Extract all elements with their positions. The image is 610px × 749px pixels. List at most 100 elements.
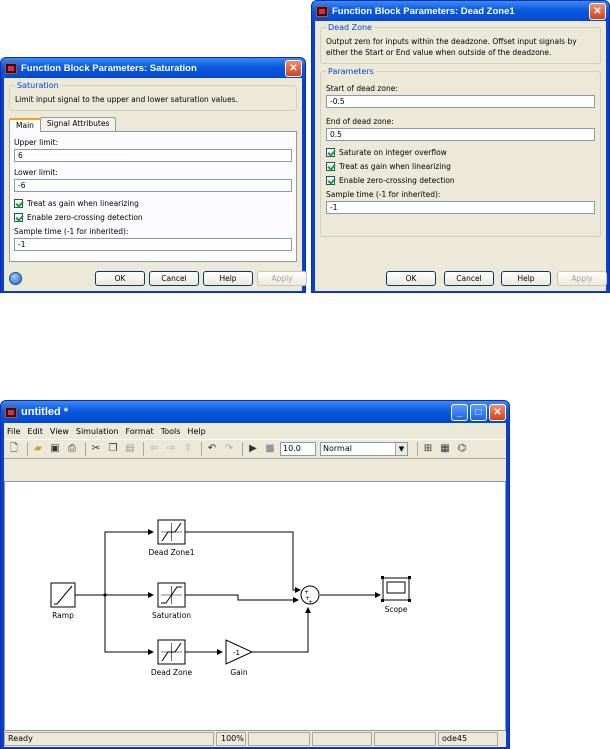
menu-file[interactable]: File — [7, 426, 21, 436]
library-browser-icon[interactable]: ▦ — [440, 443, 450, 454]
model-explorer-icon[interactable]: ⊞ — [423, 443, 433, 454]
open-folder-icon[interactable]: ▰ — [34, 443, 42, 454]
upper-limit-input[interactable]: 6 — [14, 149, 292, 162]
zero-crossing-checkbox-row[interactable]: Enable zero-crossing detection — [326, 176, 595, 185]
stop-icon[interactable]: ■ — [265, 443, 275, 454]
dead-zone-block[interactable] — [157, 639, 186, 665]
toolbar-separator — [27, 442, 28, 456]
saturation-button-row: OK Cancel Help Apply — [4, 271, 307, 286]
deadzone1-to-sum-line[interactable] — [185, 531, 301, 593]
saturation-dialog-title: Function Block Parameters: Saturation — [21, 62, 197, 74]
model-window-titlebar[interactable]: untitled * _ □ ✕ — [1, 401, 509, 423]
gain-block[interactable]: -1 — [225, 639, 254, 665]
sample-time-input[interactable]: -1 — [326, 201, 595, 214]
menu-format[interactable]: Format — [125, 426, 154, 436]
signal-lines[interactable] — [75, 529, 381, 655]
apply-button[interactable]: Apply — [257, 271, 307, 286]
sum-sign-plus-3: + — [308, 599, 313, 606]
status-bar: Ready 100% ode45 — [4, 731, 506, 747]
status-blank-1 — [248, 732, 310, 746]
zero-crossing-label: Enable zero-crossing detection — [339, 176, 455, 185]
linearize-checkbox[interactable] — [326, 162, 335, 171]
zero-crossing-checkbox[interactable] — [14, 213, 23, 222]
close-icon[interactable]: ✕ — [589, 2, 606, 20]
zero-crossing-checkbox-row[interactable]: Enable zero-crossing detection — [14, 213, 292, 222]
sample-time-input[interactable]: -1 — [14, 238, 292, 251]
status-zoom: 100% — [216, 732, 246, 746]
model-canvas[interactable]: Dead Zone1 Ramp Saturation — [4, 481, 506, 731]
menu-help[interactable]: Help — [187, 426, 206, 436]
print-icon[interactable]: ⎙ — [68, 443, 76, 454]
stop-time-input[interactable]: 10.0 — [280, 442, 316, 456]
saturation-dialog: Function Block Parameters: Saturation ✕ … — [0, 57, 307, 293]
sum-block[interactable]: + + + — [300, 585, 320, 606]
minimize-icon[interactable]: _ — [451, 403, 468, 421]
dead-zone1-block[interactable] — [157, 519, 186, 545]
scope-block[interactable] — [381, 576, 411, 602]
saturate-checkbox-row[interactable]: Saturate on integer overflow — [326, 148, 595, 157]
branch-to-deadzone-line[interactable] — [104, 595, 154, 655]
help-button[interactable]: Help — [203, 271, 253, 286]
tab-signal-attributes[interactable]: Signal Attributes — [39, 117, 117, 131]
sample-time-label: Sample time (-1 for inherited): — [14, 227, 129, 236]
end-dead-zone-input[interactable]: 0.5 — [326, 128, 595, 141]
zero-crossing-checkbox[interactable] — [326, 176, 335, 185]
menu-view[interactable]: View — [49, 426, 69, 436]
toolbar-separator — [417, 442, 418, 456]
linearize-checkbox-row[interactable]: Treat as gain when linearizing — [326, 162, 595, 171]
up-arrow-icon[interactable]: ⇧ — [183, 443, 193, 454]
close-icon[interactable]: ✕ — [285, 59, 302, 77]
gain-label: Gain — [230, 668, 247, 677]
help-circle-icon[interactable] — [9, 272, 22, 285]
close-icon[interactable]: ✕ — [489, 403, 506, 421]
forward-arrow-icon[interactable]: ⇨ — [166, 443, 176, 454]
deadzone-dialog-titlebar[interactable]: Function Block Parameters: Dead Zone1 ✕ — [312, 1, 609, 21]
gain-to-sum-line[interactable] — [252, 607, 311, 653]
branch-to-deadzone1-line[interactable] — [104, 529, 154, 595]
save-icon[interactable]: ▣ — [50, 443, 60, 454]
saturation-label: Saturation — [152, 611, 191, 620]
debug-icon[interactable]: ⌬ — [457, 443, 467, 454]
start-dead-zone-input[interactable]: -0.5 — [326, 95, 595, 108]
start-dead-zone-label: Start of dead zone: — [326, 84, 398, 93]
redo-icon[interactable]: ↷ — [224, 443, 234, 454]
lower-limit-input[interactable]: -6 — [14, 179, 292, 192]
ok-button[interactable]: OK — [386, 271, 436, 286]
saturation-to-sum-line[interactable] — [185, 594, 299, 603]
saturation-dialog-titlebar[interactable]: Function Block Parameters: Saturation ✕ — [1, 58, 305, 78]
chevron-down-icon[interactable]: ▼ — [395, 443, 407, 455]
cut-icon[interactable]: ✂ — [91, 443, 101, 454]
end-dead-zone-label: End of dead zone: — [326, 117, 394, 126]
paste-icon[interactable]: ▤ — [125, 443, 135, 454]
apply-button[interactable]: Apply — [557, 271, 607, 286]
deadzone-button-row: OK Cancel Help Apply — [315, 271, 607, 286]
saturate-label: Saturate on integer overflow — [339, 148, 447, 157]
menu-edit[interactable]: Edit — [27, 426, 43, 436]
saturate-checkbox[interactable] — [326, 148, 335, 157]
block-diagram[interactable]: Dead Zone1 Ramp Saturation — [5, 482, 509, 732]
copy-icon[interactable]: ❐ — [108, 443, 118, 454]
undo-icon[interactable]: ↶ — [207, 443, 217, 454]
parameters-group-title: Parameters — [328, 67, 374, 76]
simulink-app-icon — [316, 5, 328, 17]
linearize-checkbox[interactable] — [14, 199, 23, 208]
linearize-checkbox-row[interactable]: Treat as gain when linearizing — [14, 199, 292, 208]
back-arrow-icon[interactable]: ⇦ — [149, 443, 159, 454]
menu-simulation[interactable]: Simulation — [75, 426, 119, 436]
help-button[interactable]: Help — [501, 271, 551, 286]
zero-crossing-label: Enable zero-crossing detection — [27, 213, 143, 222]
cancel-button[interactable]: Cancel — [444, 271, 494, 286]
cancel-button[interactable]: Cancel — [149, 271, 199, 286]
tab-main[interactable]: Main — [9, 118, 41, 132]
ok-button[interactable]: OK — [95, 271, 145, 286]
ramp-block[interactable] — [50, 582, 76, 608]
toolbar-separator — [143, 442, 144, 456]
saturation-block[interactable] — [157, 582, 186, 608]
play-icon[interactable]: ▶ — [249, 443, 257, 454]
new-file-icon[interactable]: 🗋 — [9, 443, 19, 454]
maximize-icon[interactable]: □ — [470, 403, 487, 421]
gain-value: -1 — [233, 649, 240, 657]
menu-tools[interactable]: Tools — [160, 426, 181, 436]
simulation-mode-select[interactable]: Normal ▼ — [320, 442, 408, 456]
linearize-label: Treat as gain when linearizing — [27, 199, 139, 208]
